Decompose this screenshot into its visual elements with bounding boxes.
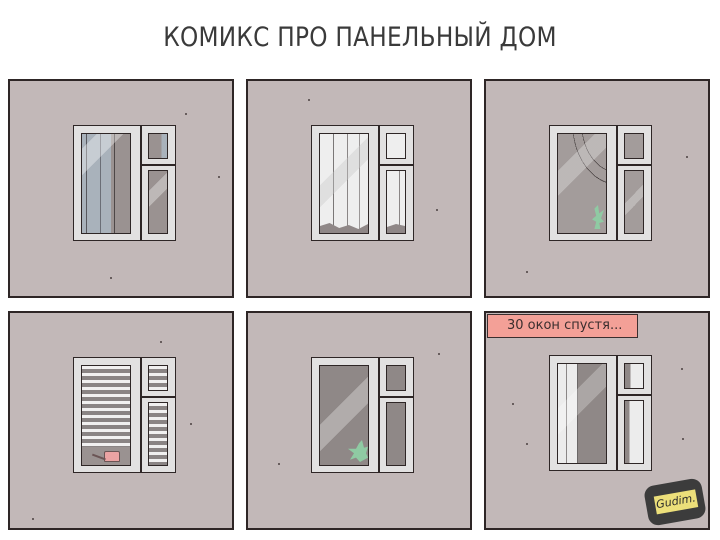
window-transom xyxy=(379,164,414,166)
window-mullion xyxy=(616,356,618,470)
window-pane-bottom xyxy=(386,402,406,466)
window xyxy=(549,355,652,471)
comic-panel-5 xyxy=(246,311,472,530)
comic-title: КОМИКС ПРО ПАНЕЛЬНЫЙ ДОМ xyxy=(163,22,557,53)
window-transom xyxy=(617,394,652,396)
window-pane-top xyxy=(386,365,406,391)
artist-logo: Gudim. xyxy=(642,477,708,527)
comic-panel-3 xyxy=(484,79,710,298)
window-pane-bottom xyxy=(148,170,168,234)
window-mullion xyxy=(378,126,380,240)
window-transom xyxy=(141,396,176,398)
caption-box: 30 окон спустя... xyxy=(487,314,638,338)
comic-panel-4 xyxy=(8,311,234,530)
window-transom xyxy=(379,396,414,398)
window-mullion xyxy=(378,358,380,472)
window-pane-main xyxy=(557,363,607,464)
window xyxy=(73,357,176,473)
comic-panel-1 xyxy=(8,79,234,298)
watering-can-icon xyxy=(104,451,120,462)
window xyxy=(311,357,414,473)
comic-panel-2 xyxy=(246,79,472,298)
artist-signature: Gudim. xyxy=(653,489,699,515)
window-pane-bottom xyxy=(148,402,168,466)
window-pane-main xyxy=(319,365,369,466)
window xyxy=(73,125,176,241)
comic-panel-6: 30 окон спустя... Gudim. xyxy=(484,311,710,530)
window-transom xyxy=(141,164,176,166)
window-pane-top xyxy=(386,133,406,159)
window xyxy=(549,125,652,241)
window xyxy=(311,125,414,241)
window-mullion xyxy=(140,358,142,472)
window-pane-top xyxy=(624,133,644,159)
window-mullion xyxy=(616,126,618,240)
window-pane-main xyxy=(557,133,607,234)
window-pane-main xyxy=(81,365,131,466)
window-pane-top xyxy=(148,133,168,159)
window-pane-main xyxy=(81,133,131,234)
window-pane-top xyxy=(624,363,644,389)
window-pane-bottom xyxy=(624,170,644,234)
window-mullion xyxy=(140,126,142,240)
window-pane-main xyxy=(319,133,369,234)
window-pane-top xyxy=(148,365,168,391)
window-pane-bottom xyxy=(624,400,644,464)
window-pane-bottom xyxy=(386,170,406,234)
window-transom xyxy=(617,164,652,166)
